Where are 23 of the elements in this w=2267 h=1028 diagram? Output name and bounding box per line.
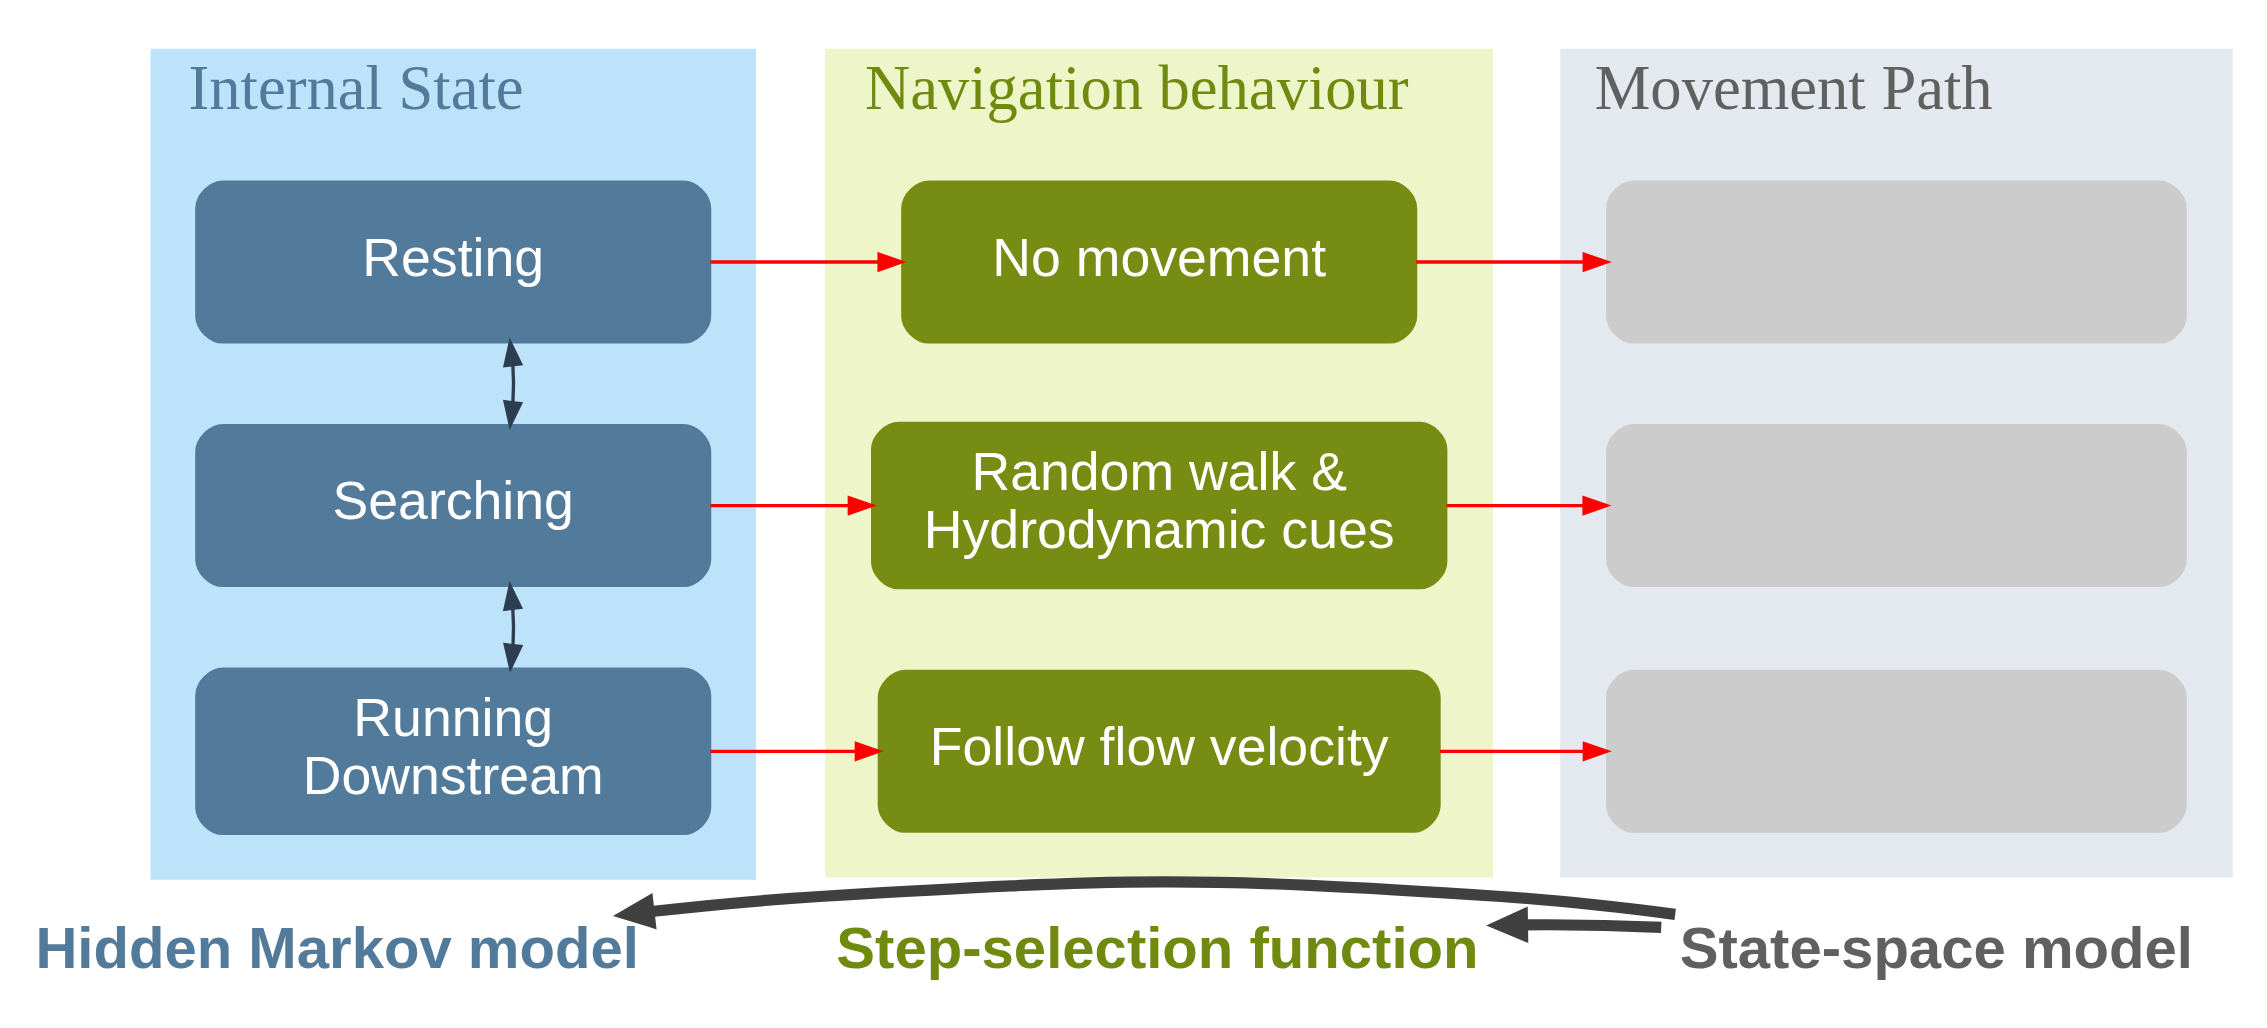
node-text: Hidden Markov model [35, 914, 639, 980]
node-box: Running Downstream [195, 667, 712, 835]
node-text: State-space model [1679, 914, 2193, 980]
arrow [1446, 494, 1612, 516]
arrow [1439, 740, 1612, 761]
node-box [1606, 180, 2187, 344]
node-text: Step-selection function [836, 914, 1479, 980]
node-box: Follow flow velocity [877, 669, 1441, 833]
arrow [612, 875, 1676, 929]
arrow [1486, 905, 1662, 943]
arrow [502, 580, 524, 673]
arrow [710, 251, 907, 272]
node-box: No movement [901, 180, 1418, 344]
arrow [710, 494, 877, 516]
arrow [502, 337, 524, 430]
cluster: Movement Path [1560, 48, 2233, 878]
node-box [1606, 423, 2187, 587]
node-box: Searching [195, 423, 712, 587]
arrow [710, 740, 884, 761]
arrow [1416, 251, 1612, 272]
node-box: Random walk & Hydrodynamic cues [871, 421, 1448, 589]
node-box [1606, 669, 2187, 833]
node-box: Resting [195, 180, 712, 344]
